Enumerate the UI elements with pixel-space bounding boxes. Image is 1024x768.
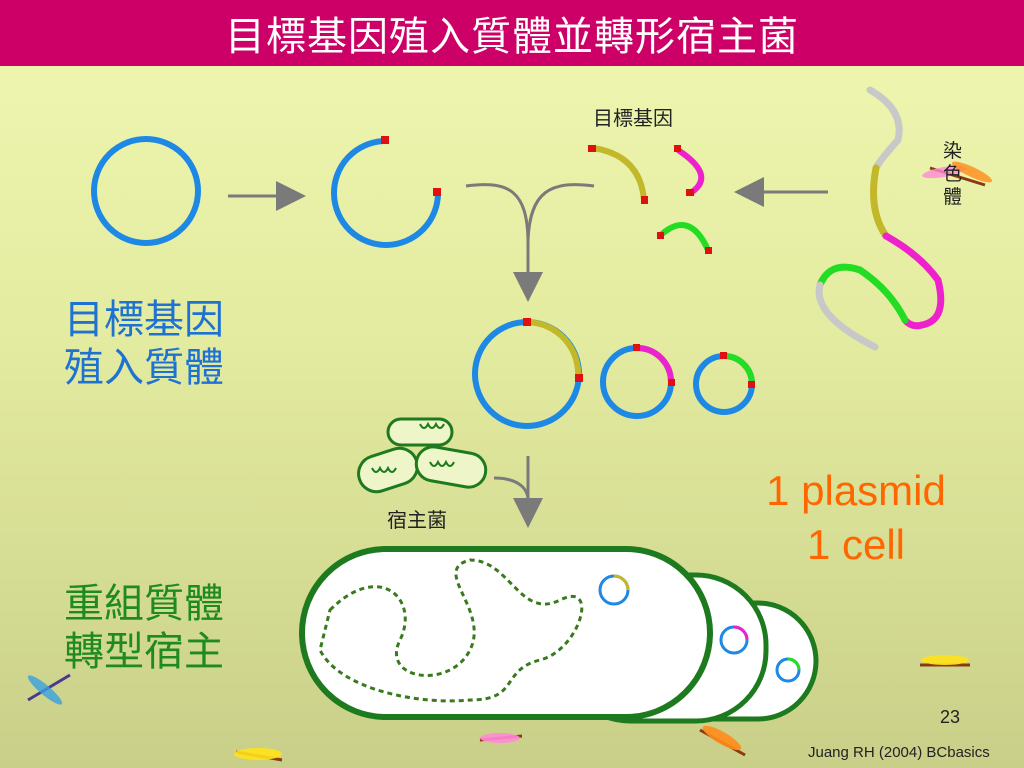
note-line2: 1 cell — [806, 521, 906, 568]
transform-heading: 重組質體 轉型宿主 — [64, 580, 224, 676]
slide-title: 目標基因殖入質體並轉形宿主菌 — [0, 0, 1024, 66]
chromosome-label-l2: 色 — [943, 163, 963, 185]
chromosome-label: 染 色 體 — [943, 140, 962, 209]
chromosome-label-l3: 體 — [943, 186, 963, 208]
dragonfly-icon — [922, 161, 993, 187]
transform-heading-l1: 重組質體 — [64, 581, 224, 627]
plasmid-recombinant-magenta — [600, 344, 675, 419]
note-text: 1 plasmid 1 cell — [746, 464, 966, 572]
cloning-heading-l1: 目標基因 — [64, 297, 224, 343]
host-bacteria-icon — [357, 417, 488, 494]
arrow-transform — [493, 456, 543, 528]
host-label: 宿主菌 — [387, 508, 447, 532]
gene-fragment-green — [657, 222, 712, 254]
transform-heading-l2: 轉型宿主 — [64, 629, 224, 675]
gene-fragment-olive — [588, 145, 648, 204]
dragonfly-icon — [27, 673, 71, 705]
plasmid-original — [91, 136, 201, 246]
target-gene-label: 目標基因 — [593, 106, 673, 130]
cloning-heading: 目標基因 殖入質體 — [64, 296, 224, 392]
dragonfly-icon — [920, 655, 970, 667]
chromosome — [815, 86, 945, 351]
dragonfly-icon — [479, 733, 523, 743]
arrow-ligation — [465, 183, 595, 302]
gene-fragment-magenta — [674, 145, 705, 196]
chromosome-label-l1: 染 — [943, 140, 963, 162]
page-number: 23 — [940, 707, 961, 727]
cell-front — [299, 546, 713, 720]
plasmid-opened — [331, 136, 441, 248]
plasmid-recombinant-green — [693, 352, 755, 415]
note-line1: 1 plasmid — [766, 467, 946, 514]
credit-text: Juang RH (2004) BCbasics — [808, 744, 990, 761]
dragonfly-icon — [699, 725, 746, 757]
dragonfly-icon — [234, 748, 283, 762]
plasmid-recombinant-olive — [472, 318, 583, 429]
cloning-heading-l2: 殖入質體 — [64, 345, 224, 391]
